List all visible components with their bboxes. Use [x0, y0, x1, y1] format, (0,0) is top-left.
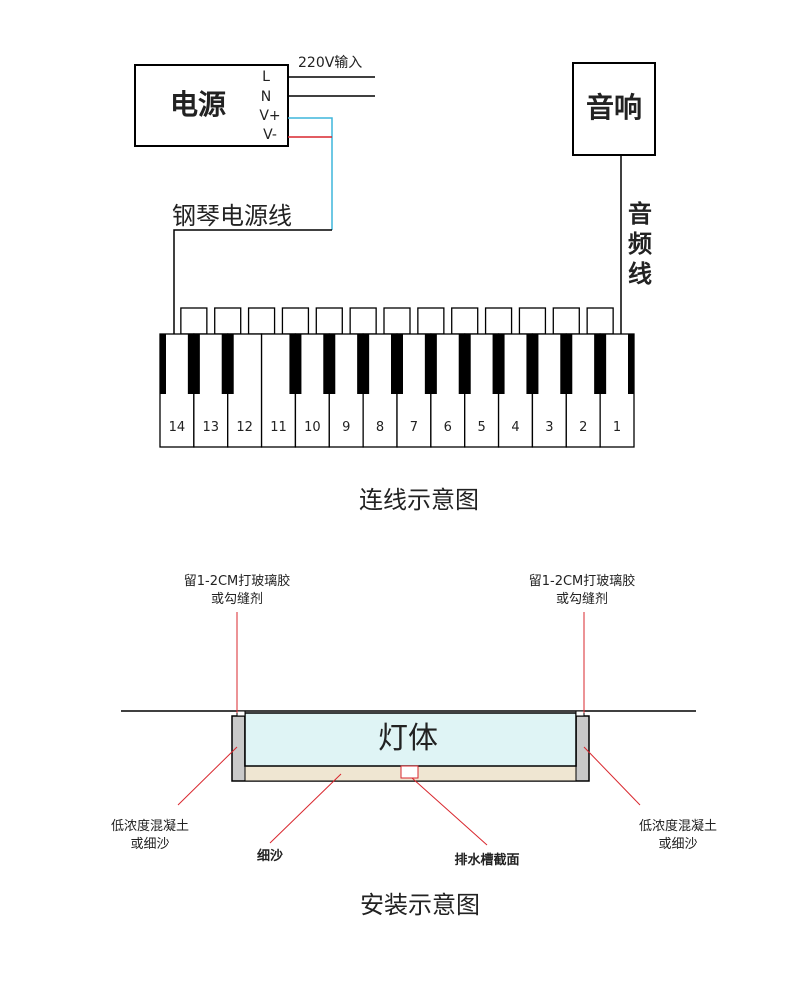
connector-tab: [180, 307, 208, 335]
black-key: [424, 334, 437, 394]
black-key: [160, 334, 166, 394]
concrete-note-left-line1: 低浓度混凝土: [111, 818, 189, 834]
terminal-n: N: [261, 89, 271, 105]
key-number: 2: [579, 420, 587, 435]
drain-label: 排水槽截面: [454, 852, 519, 868]
leader-concrete-right: [583, 746, 641, 806]
connector-tab: [417, 307, 445, 335]
piano-power-cable: [173, 229, 332, 334]
black-key: [526, 334, 539, 394]
black-key: [458, 334, 471, 394]
power-supply-box: [134, 64, 289, 147]
installation-diagram: 灯体 留1-2CM打玻璃胶 或勾缝剂 留1-2CM打玻璃胶 或勾缝剂 低浓度混凝…: [111, 573, 717, 919]
input-label: 220V输入: [298, 55, 362, 71]
key-number: 9: [342, 420, 350, 435]
black-key: [221, 334, 234, 394]
leader-fine-sand: [269, 773, 342, 844]
key-number: 11: [270, 420, 287, 435]
black-key: [187, 334, 200, 394]
connector-tab: [552, 307, 580, 335]
piano-power-cable-label: 钢琴电源线: [172, 202, 292, 230]
audio-cable-label-1: 音: [628, 200, 652, 228]
black-key: [560, 334, 573, 394]
gap-note-right-line2: 或勾缝剂: [556, 592, 608, 607]
gap-left: [236, 710, 246, 717]
black-key: [323, 334, 336, 394]
black-key: [289, 334, 302, 394]
drain-slot: [400, 765, 419, 779]
connector-tab: [247, 307, 276, 335]
connector-tab: [281, 307, 310, 335]
concrete-note-right-line1: 低浓度混凝土: [639, 818, 717, 834]
gap-note-left-line2: 或勾缝剂: [211, 592, 263, 607]
key-number: 4: [511, 420, 519, 435]
speaker-label: 音响: [586, 91, 642, 124]
black-key: [628, 334, 634, 394]
fine-sand-label: 细沙: [257, 848, 283, 864]
connector-tab: [214, 307, 242, 335]
black-key: [357, 334, 370, 394]
key-number: 14: [169, 420, 186, 435]
black-key: [594, 334, 607, 394]
connector-tab: [518, 307, 547, 335]
audio-cable-label-2: 频: [628, 230, 652, 258]
lamp-body: [244, 712, 577, 767]
key-number: 1: [613, 420, 621, 435]
concrete-note-right-line2: 或细沙: [658, 837, 697, 852]
key-number: 8: [376, 420, 384, 435]
installation-caption: 安装示意图: [360, 891, 480, 919]
wiring-caption: 连线示意图: [359, 486, 479, 514]
key-number: 12: [236, 420, 253, 435]
piano-keyboard: 14 13 12 11 10 9 8 7 6 5 4 3 2 1: [159, 307, 635, 448]
power-supply-label: 电源: [170, 88, 226, 121]
key-number: 7: [410, 420, 418, 435]
v-plus-wire: [288, 117, 333, 230]
gap-note-left-line1: 留1-2CM打玻璃胶: [184, 573, 291, 589]
black-key: [492, 334, 505, 394]
gap-right: [575, 710, 585, 717]
audio-cable-label-3: 线: [628, 260, 652, 288]
connector-tab: [349, 307, 377, 335]
key-number: 13: [203, 420, 220, 435]
connector-tab: [484, 307, 513, 335]
key-number: 10: [304, 420, 321, 435]
terminal-v-plus: V+: [259, 108, 280, 124]
key-number: 3: [545, 420, 553, 435]
speaker-box: [572, 62, 656, 156]
connector-tab: [586, 307, 614, 335]
concrete-note-left-line2: 或细沙: [130, 837, 169, 852]
connector-tab: [315, 307, 343, 335]
black-key: [391, 334, 403, 394]
connector-tab: [451, 307, 479, 335]
connector-tab: [383, 307, 411, 335]
key-number: 6: [444, 420, 452, 435]
key-number: 5: [478, 420, 486, 435]
leader-drain: [411, 777, 488, 846]
gap-note-right-line1: 留1-2CM打玻璃胶: [529, 573, 636, 589]
terminal-v-minus: V-: [263, 127, 277, 143]
terminal-l: L: [262, 69, 270, 85]
lamp-body-label: 灯体: [378, 721, 438, 756]
leader-concrete-left: [177, 746, 238, 806]
